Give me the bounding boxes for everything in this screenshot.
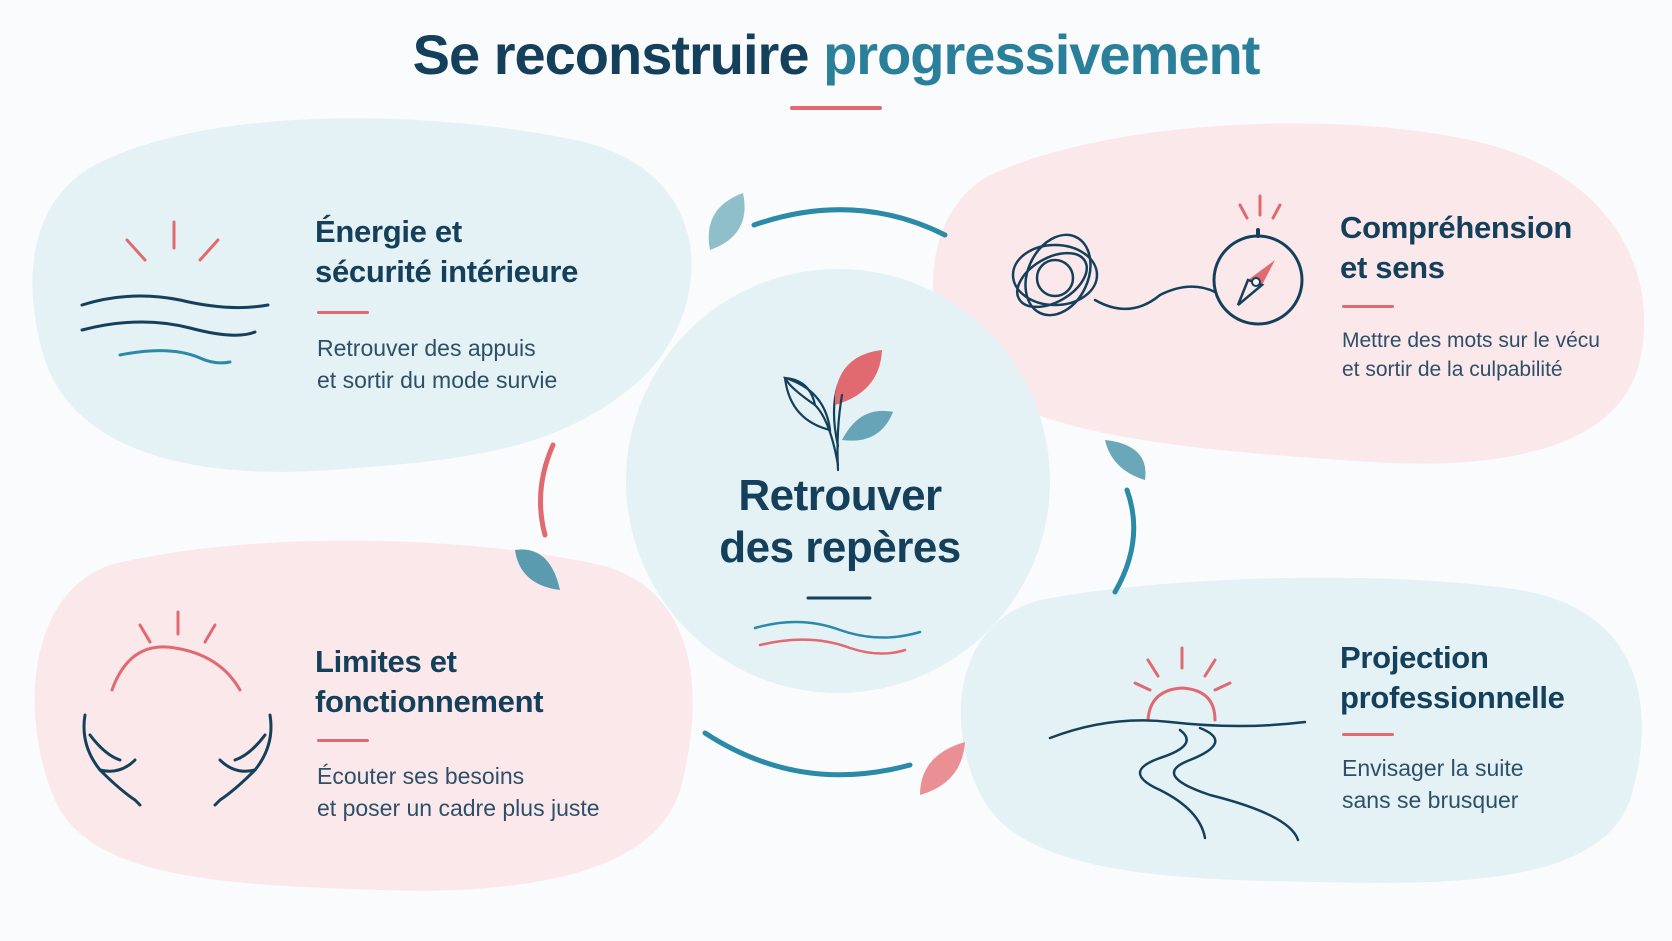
card-divider	[317, 739, 369, 742]
leaf-icon	[515, 549, 560, 590]
center-title: Retrouver des repères	[640, 470, 1040, 574]
card-desc-line: Mettre des mots sur le vécu	[1342, 329, 1600, 352]
card-title-comprehension: Compréhension et sens	[1340, 208, 1572, 289]
sprout-leaf-outline	[783, 376, 832, 432]
connector-arc-bottom	[702, 730, 913, 778]
center-title-line: Retrouver	[738, 471, 942, 520]
card-desc-line: et sortir du mode survie	[317, 367, 558, 394]
leaf-icon	[920, 742, 965, 795]
center-wave-icon	[753, 620, 922, 639]
tangle-compass-icon	[1011, 194, 1304, 326]
card-desc-projection: Envisager la suite sans se brusquer	[1342, 752, 1524, 816]
card-blob-comprehension	[933, 123, 1645, 464]
card-desc-energy: Retrouver des appuis et sortir du mode s…	[317, 332, 557, 396]
leaf-icon	[708, 193, 745, 250]
card-title-projection: Projection professionnelle	[1340, 638, 1565, 719]
card-desc-line: Retrouver des appuis	[317, 335, 536, 361]
connector-arc-left	[538, 442, 556, 538]
center-circle	[626, 269, 1050, 693]
card-blob-projection	[960, 577, 1642, 883]
center-title-line: des repères	[719, 522, 961, 572]
leaf-icon	[1105, 440, 1146, 480]
card-divider	[317, 311, 369, 314]
card-title-line: fonctionnement	[315, 684, 544, 720]
card-title-line: et sens	[1340, 250, 1445, 286]
card-title-limites: Limites et fonctionnement	[315, 642, 544, 723]
landscape-path-icon	[1048, 646, 1307, 842]
card-title-line: Projection	[1340, 640, 1489, 675]
card-desc-line: et poser un cadre plus juste	[317, 795, 600, 822]
sprout-leaf-teal	[842, 410, 893, 441]
sprout-stem	[836, 393, 844, 472]
card-blob-energy	[32, 118, 692, 472]
title-main: Se reconstruire	[412, 23, 810, 86]
connector-arc-top	[751, 207, 948, 238]
card-title-line: Compréhension	[1340, 210, 1573, 245]
hands-sun-icon	[82, 610, 273, 807]
card-blob-limites	[34, 540, 693, 891]
card-divider	[1342, 733, 1394, 736]
waves-sun-icon	[80, 220, 270, 365]
sprout-leaf-coral	[835, 350, 882, 405]
center-wave-icon	[758, 638, 907, 655]
card-divider	[1342, 305, 1394, 308]
card-title-line: professionnelle	[1340, 680, 1565, 716]
card-title-line: sécurité intérieure	[315, 254, 579, 290]
card-desc-line: et sortir de la culpabilité	[1342, 358, 1563, 382]
card-desc-line: Envisager la suite	[1342, 755, 1524, 781]
card-desc-line: sans se brusquer	[1342, 787, 1519, 814]
card-desc-comprehension: Mettre des mots sur le vécu et sortir de…	[1342, 326, 1600, 385]
connector-arc-right	[1112, 487, 1137, 595]
card-desc-limites: Écouter ses besoins et poser un cadre pl…	[317, 760, 600, 824]
page-title: Se reconstruire progressivement	[0, 22, 1672, 87]
card-title-line: Énergie et	[315, 214, 462, 249]
card-desc-line: Écouter ses besoins	[317, 763, 525, 789]
card-title-line: Limites et	[315, 644, 457, 679]
card-title-energy: Énergie et sécurité intérieure	[315, 212, 578, 293]
title-accent: progressivement	[823, 23, 1260, 86]
